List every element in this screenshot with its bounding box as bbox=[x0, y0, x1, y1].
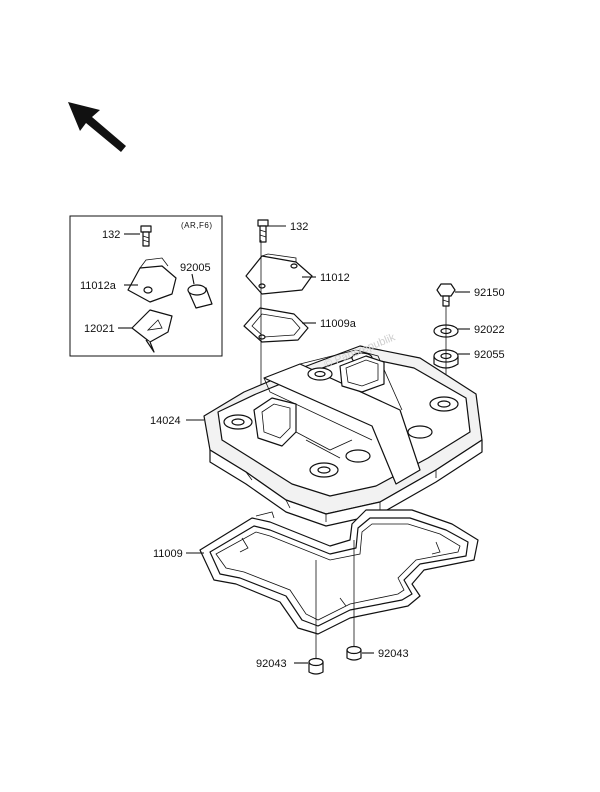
callout-92150: 92150 bbox=[474, 287, 505, 299]
inset-grommet-92005 bbox=[187, 284, 213, 309]
callout-92005: 92005 bbox=[180, 262, 211, 274]
callout-11009: 11009 bbox=[153, 548, 183, 560]
inset-bolt-132 bbox=[140, 225, 152, 247]
callout-92055: 92055 bbox=[474, 349, 505, 361]
callout-14024: 14024 bbox=[150, 415, 181, 427]
dowel-pin-92043-left bbox=[308, 657, 324, 675]
dowel-pin-92043-right bbox=[346, 645, 362, 661]
cap-11012 bbox=[245, 253, 313, 295]
callout-92043-right: 92043 bbox=[378, 648, 409, 660]
callout-92043-left: 92043 bbox=[256, 658, 287, 670]
callout-11012a: 11012a bbox=[80, 280, 117, 292]
callout-12021: 12021 bbox=[84, 323, 115, 335]
callout-132-inset: 132 bbox=[102, 229, 120, 241]
inset-cap-11012a bbox=[127, 257, 177, 303]
cylinder-head-cover-14024 bbox=[203, 345, 483, 527]
gasket-11009 bbox=[199, 509, 479, 635]
inset-plate-12021 bbox=[131, 309, 173, 353]
front-direction-arrow-icon bbox=[68, 102, 126, 152]
gasket-11009a bbox=[243, 307, 309, 343]
callout-11009a: 11009a bbox=[320, 318, 357, 330]
inset-note: (AR,F6) bbox=[181, 221, 213, 230]
bolt-92150 bbox=[436, 283, 456, 307]
callout-132-main: 132 bbox=[290, 221, 308, 233]
bolt-132 bbox=[257, 219, 269, 243]
callout-11012: 11012 bbox=[320, 272, 350, 284]
inset-frame bbox=[69, 215, 223, 357]
callout-92022: 92022 bbox=[474, 324, 505, 336]
